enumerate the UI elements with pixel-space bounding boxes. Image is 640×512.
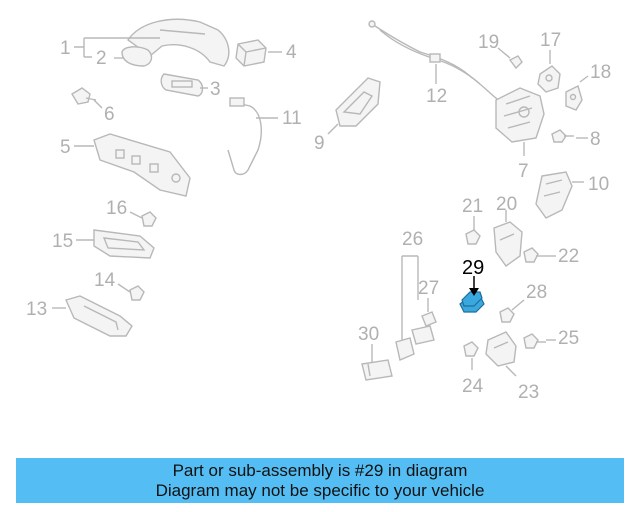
leader-19 (497, 47, 511, 59)
leader-1 (74, 37, 160, 58)
part-19-bolt (508, 55, 523, 70)
part-9-plate (335, 77, 381, 127)
callout-26: 26 (402, 229, 423, 250)
callout-12: 12 (426, 86, 447, 107)
leader-14 (117, 283, 131, 293)
arrow-head-29 (469, 288, 479, 296)
callout-22: 22 (558, 246, 579, 267)
part-7-latch (495, 87, 545, 143)
part-4-cap (235, 39, 267, 67)
callout-16: 16 (106, 198, 127, 219)
info-banner: Part or sub-assembly is #29 in diagram D… (16, 458, 624, 503)
callout-14: 14 (94, 270, 116, 291)
part-11-rod (227, 97, 262, 176)
banner-line-1: Part or sub-assembly is #29 in diagram (172, 461, 468, 480)
callout-20: 20 (496, 194, 517, 215)
part-17-striker (537, 65, 561, 93)
callout-11: 11 (282, 108, 302, 129)
part-24-bolt (463, 341, 479, 357)
callout-8: 8 (590, 129, 601, 150)
callout-24: 24 (462, 376, 484, 397)
part-28-bolt (499, 307, 515, 323)
part-1-outside-handle (127, 18, 230, 67)
callout-27: 27 (418, 278, 439, 299)
callout-7: 7 (518, 161, 529, 182)
callout-29: 29 (462, 257, 484, 279)
callout-6: 6 (104, 104, 115, 125)
part-22-bolt (523, 247, 546, 263)
callout-30: 30 (358, 324, 379, 345)
callout-5: 5 (60, 137, 71, 158)
part-15-housing (93, 229, 155, 259)
part-8-bolt (551, 129, 574, 143)
part-2-gasket (121, 46, 153, 67)
callout-15: 15 (52, 231, 73, 252)
callout-28: 28 (526, 282, 547, 303)
part-3-bezel (160, 73, 204, 97)
part-23-hinge (485, 331, 517, 367)
part-14-screw (129, 285, 145, 301)
callout-10: 10 (588, 174, 609, 195)
part-30-module (361, 359, 393, 381)
callout-3: 3 (210, 79, 221, 100)
part-5-bracket (93, 133, 191, 197)
part-21-bolt (465, 229, 481, 245)
leader-16 (129, 211, 143, 219)
callout-18: 18 (590, 62, 611, 83)
leader-18 (579, 75, 589, 83)
banner-line-2: Diagram may not be specific to your vehi… (155, 481, 485, 500)
part-25-bolt (523, 333, 546, 349)
part-27-clip (421, 311, 437, 327)
callout-1: 1 (60, 38, 71, 59)
callout-19: 19 (478, 32, 499, 53)
part-10-bracket (535, 171, 573, 219)
part-18-plate (565, 84, 583, 111)
callout-2: 2 (96, 48, 107, 69)
part-20-hinge (493, 221, 523, 267)
leader-9 (327, 123, 339, 135)
callout-4: 4 (286, 42, 297, 63)
callout-21: 21 (462, 196, 483, 217)
callout-23: 23 (518, 382, 539, 403)
part-16-screw (141, 211, 157, 227)
part-13-inside-handle (65, 295, 133, 337)
callout-9: 9 (314, 133, 325, 154)
leader-28 (511, 299, 525, 311)
part-12-cable (368, 20, 505, 105)
callout-13: 13 (26, 299, 47, 320)
part-26-assembly (395, 255, 435, 361)
part-6-screw (71, 87, 97, 105)
callout-25: 25 (558, 328, 579, 349)
part-29-bolt (459, 291, 485, 313)
leader-23 (505, 365, 517, 377)
parts-diagram: 1 2 3 4 5 6 11 (26, 18, 611, 403)
callout-17: 17 (540, 30, 561, 51)
leader-6 (93, 99, 103, 109)
